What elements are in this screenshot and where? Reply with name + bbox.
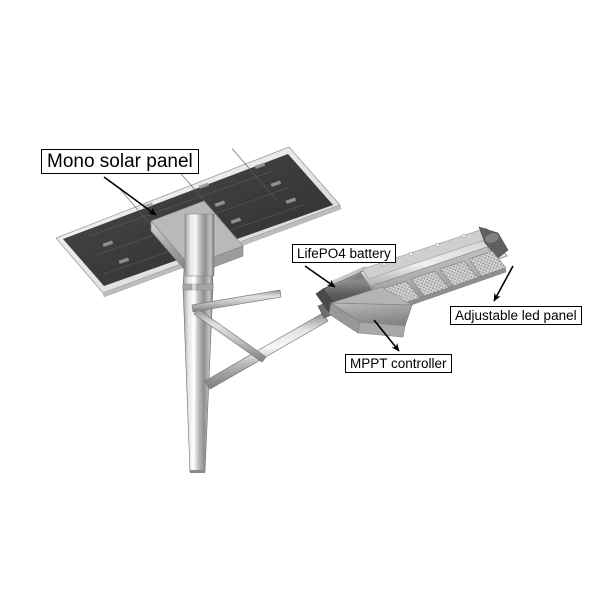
leader-adjustable-led-panel (493, 265, 514, 302)
solar-panel-mounting-bracket (150, 200, 244, 277)
controller-housing (328, 286, 413, 338)
pole-joint-collar (182, 283, 214, 291)
pole-base-cut (190, 470, 205, 473)
led-head-nose-highlight (485, 233, 499, 243)
screw-3 (435, 242, 441, 248)
screw-2 (408, 251, 414, 257)
led-luminaire-head (315, 226, 509, 338)
screw-4 (461, 233, 467, 239)
callout-mono-solar-panel: Mono solar panel (41, 149, 199, 174)
led-module-4 (468, 250, 507, 278)
callout-lifepo4-battery: LifePO4 battery (292, 244, 396, 263)
callout-adjustable-led-panel: Adjustable led panel (450, 306, 582, 325)
support-arm-diagonal-strut (193, 308, 267, 363)
bracket-collar (184, 213, 215, 277)
led-head-nose-cap (478, 226, 509, 259)
battery-top-highlight (327, 266, 369, 288)
leader-mppt-controller (373, 319, 400, 352)
support-arm-main (204, 312, 329, 390)
leader-lifepo4-battery (304, 265, 336, 288)
leader-mono-solar-panel (103, 176, 157, 216)
callout-leader-lines (103, 176, 514, 352)
led-head-screws (381, 233, 467, 267)
callout-mppt-controller: MPPT controller (345, 354, 452, 373)
support-arm-horizontal-brace (191, 289, 282, 313)
